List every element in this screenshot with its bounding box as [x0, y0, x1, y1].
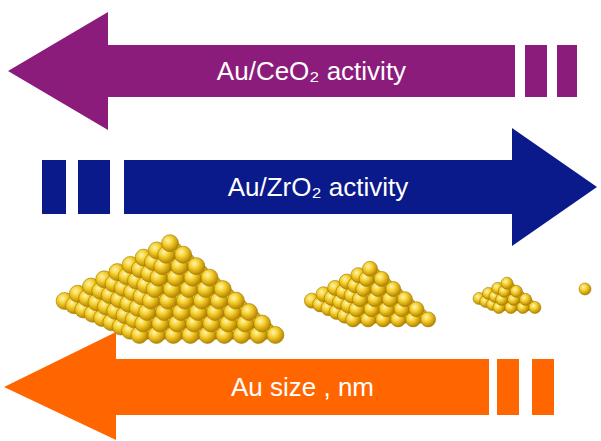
gold-atom [175, 246, 192, 263]
gold-atom [201, 269, 218, 286]
arrow-dash [78, 160, 110, 214]
gold-atom [241, 304, 258, 321]
zirconia-activity-arrow: Au/ZrO₂ activity [42, 128, 599, 246]
gold-atom [254, 315, 271, 332]
arrow-label: Au/CeO₂ activity [217, 57, 406, 86]
gold-atom [162, 235, 179, 252]
gold-atom [529, 302, 541, 314]
gold-atom [397, 292, 412, 307]
gold-atom [579, 283, 591, 295]
arrow-body [124, 128, 597, 246]
arrow-text-area: Au size , nm [116, 359, 489, 415]
gold-atom [214, 281, 231, 298]
gold-atom [227, 292, 244, 309]
arrow-body [4, 332, 489, 440]
gold-atom [267, 327, 284, 344]
size-arrow: Au size , nm [4, 332, 574, 440]
gold-atom [421, 312, 436, 327]
arrow-label: Au/ZrO₂ activity [228, 173, 409, 202]
gold-atom [374, 271, 389, 286]
gold-atom [386, 282, 401, 297]
gold-atom [501, 277, 513, 289]
gold-atom [520, 293, 532, 305]
arrow-text-area: Au/ZrO₂ activity [124, 160, 512, 214]
ceria-activity-arrow: Au/CeO₂ activity [8, 12, 580, 130]
arrow-dash [525, 45, 547, 97]
arrow-dash [557, 45, 577, 97]
arrow-body [8, 12, 515, 130]
gold-atom [363, 261, 378, 276]
arrow-dash [532, 359, 554, 415]
arrow-text-area: Au/CeO₂ activity [108, 45, 515, 97]
arrow-dash [497, 359, 519, 415]
gold-atom [510, 285, 522, 297]
gold-atom [409, 302, 424, 317]
arrow-label: Au size , nm [231, 373, 374, 402]
arrow-dash [42, 160, 66, 214]
gold-atom [188, 258, 205, 275]
